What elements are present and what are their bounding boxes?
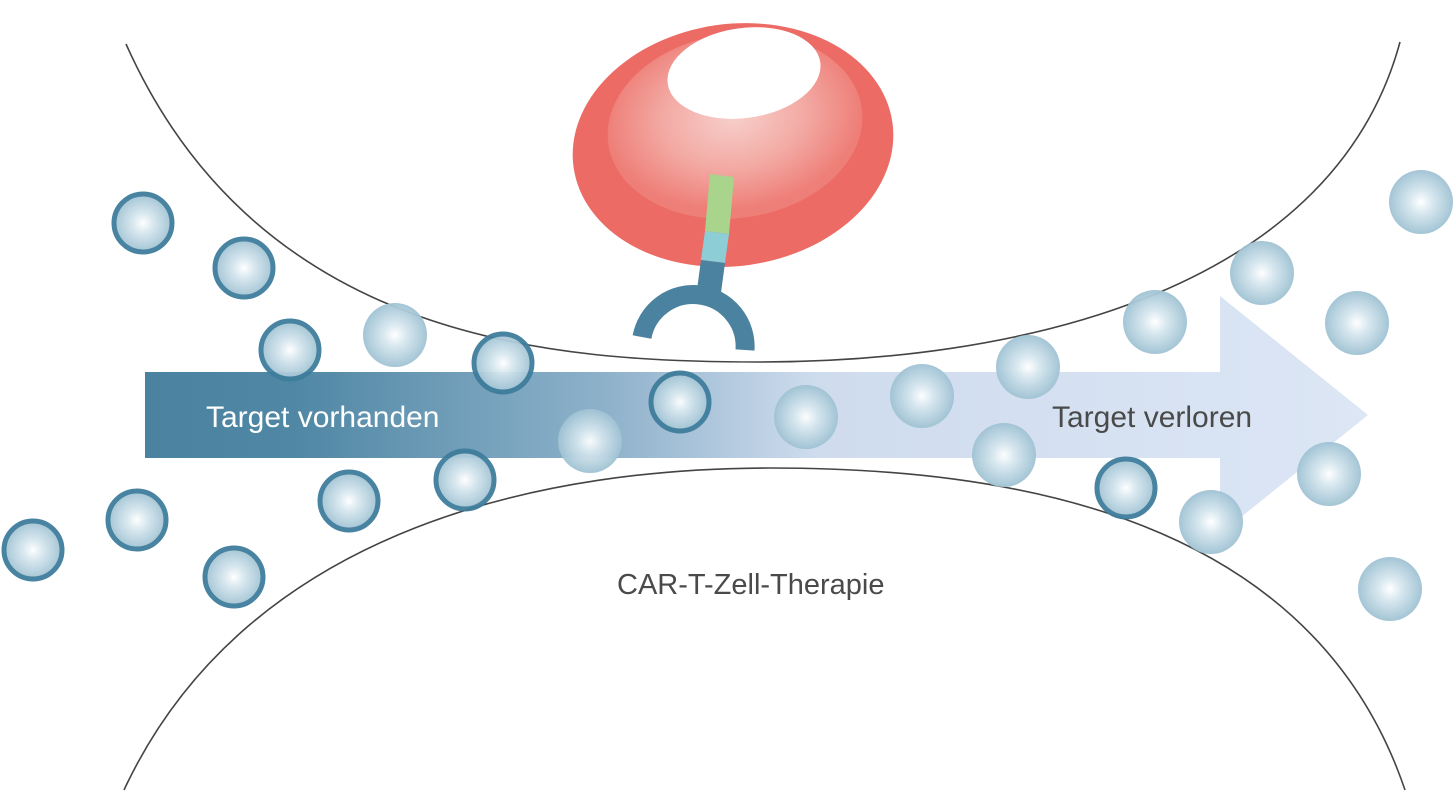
antigen-bead — [1389, 170, 1453, 234]
antigen-bead — [433, 448, 497, 512]
antigen-bead — [1123, 290, 1187, 354]
antigen-bead — [558, 409, 622, 473]
antigen-bead — [1, 518, 65, 582]
antigen-bead — [363, 303, 427, 367]
antigen-bead — [212, 236, 276, 300]
antigen-bead — [1325, 291, 1389, 355]
upper-cell-boundary — [125, 41, 1401, 363]
antigen-bead — [890, 364, 954, 428]
chimeric-antigen-receptor — [632, 174, 755, 351]
receptor-cyan-segment — [701, 231, 729, 263]
antigen-bead — [774, 385, 838, 449]
progress-arrow — [145, 296, 1368, 534]
antigen-bead — [111, 191, 175, 255]
antigen-bead — [202, 545, 266, 609]
antigen-bead — [648, 370, 712, 434]
bead-group — [1, 170, 1453, 621]
antigen-bead — [105, 488, 169, 552]
car-t-cell — [572, 23, 894, 267]
receptor-binding-head — [632, 285, 755, 351]
antigen-bead — [1358, 557, 1422, 621]
label-target-lost: Target verloren — [1052, 401, 1252, 434]
antigen-bead — [1297, 442, 1361, 506]
antigen-bead — [1230, 241, 1294, 305]
antigen-bead — [317, 469, 381, 533]
receptor-green-segment — [705, 174, 734, 234]
label-target-present: Target vorhanden — [206, 401, 440, 434]
label-caption: CAR-T-Zell-Therapie — [617, 569, 885, 601]
antigen-bead — [972, 423, 1036, 487]
lower-cell-boundary — [123, 467, 1406, 791]
antigen-bead — [1179, 490, 1243, 554]
cell-nucleus — [667, 27, 821, 119]
antigen-bead — [1094, 456, 1158, 520]
antigen-bead — [996, 335, 1060, 399]
antigen-bead — [258, 318, 322, 382]
antigen-bead — [471, 331, 535, 395]
